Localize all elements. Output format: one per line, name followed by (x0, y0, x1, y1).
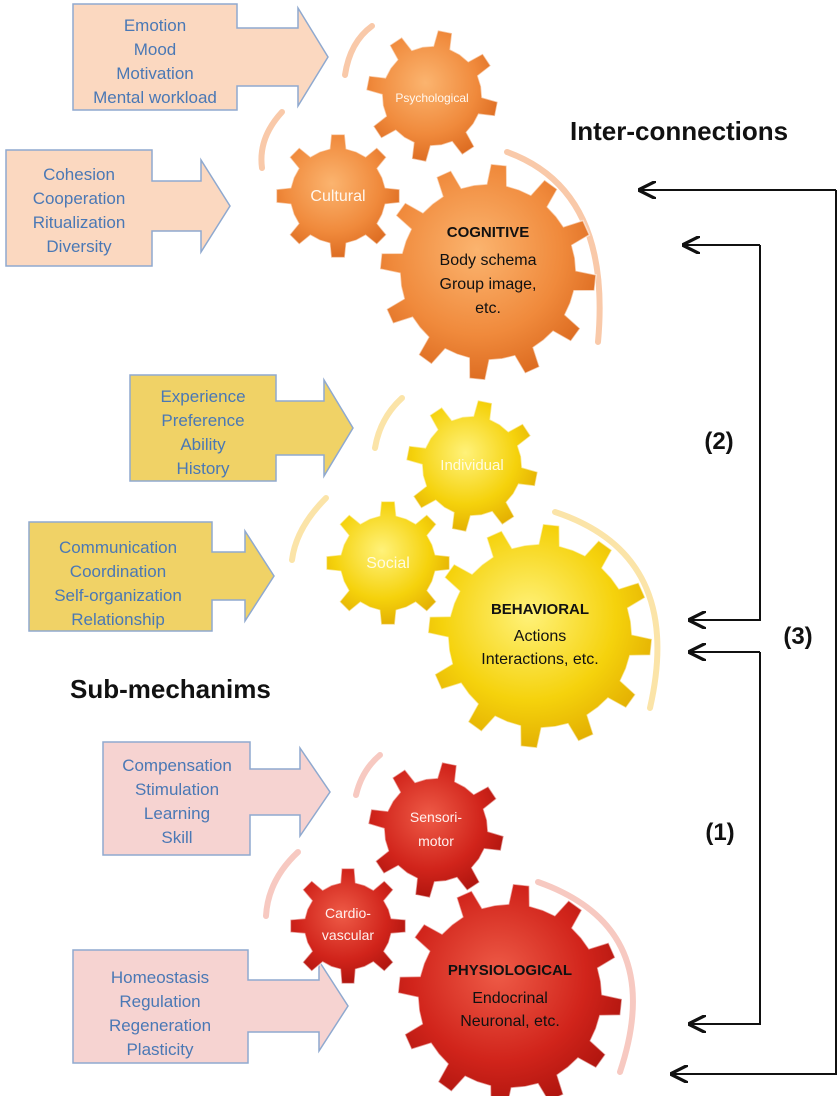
callout-compensation: Compensation Stimulation Learning Skill (102, 741, 331, 856)
behavioral-line-1: Actions (514, 628, 566, 645)
gear-sensorimotor (367, 761, 505, 899)
gear-individual (405, 399, 539, 533)
callout-cohesion: Cohesion Cooperation Ritualization Diver… (5, 149, 231, 267)
gear-psychological (365, 29, 499, 163)
callout-line: Ritualization (33, 213, 126, 232)
callout-line: Stimulation (135, 780, 219, 799)
gears-layer (275, 29, 653, 1096)
callout-line: Motivation (116, 64, 193, 83)
callout-experience: Experience Preference Ability History (129, 374, 354, 482)
cognitive-title: COGNITIVE (447, 224, 530, 241)
callout-line: History (177, 459, 230, 478)
gear-behavioral (427, 523, 653, 749)
callout-line: Regulation (119, 992, 200, 1011)
gear-social (325, 500, 451, 626)
callout-line: Regeneration (109, 1016, 211, 1035)
cycle-arc-cognitive-left (258, 109, 285, 171)
behavioral-title: BEHAVIORAL (491, 601, 589, 618)
gear-label-individual: Individual (440, 457, 503, 474)
submechanisms-heading: Sub-mechanims (70, 674, 271, 704)
connector-label-two: (2) (704, 428, 733, 455)
gear-physiological (397, 883, 623, 1096)
gear-label-sensorimotor-2: motor (418, 833, 454, 849)
physiological-title: PHYSIOLOGICAL (448, 962, 572, 979)
cycle-arc-cognitive-top (342, 23, 375, 78)
connector-three-line (672, 190, 837, 1074)
callout-line: Mental workload (93, 88, 217, 107)
callout-line: Learning (144, 804, 210, 823)
connector-label-three: (3) (783, 623, 812, 650)
gear-label-cardiovascular-1: Cardio- (325, 905, 371, 921)
callout-line: Communication (59, 538, 177, 557)
callout-line: Diversity (46, 237, 112, 256)
cycle-arc-physiological-right (535, 879, 636, 1075)
cycle-arc-cognitive-right (504, 149, 603, 345)
gear-label-cultural: Cultural (310, 188, 365, 205)
callout-line: Skill (161, 828, 192, 847)
gear-cognitive (379, 163, 597, 381)
cycle-arc-behavioral-right (552, 509, 661, 711)
callout-line: Compensation (122, 756, 232, 775)
callout-communication: Communication Coordination Self-organiza… (28, 521, 275, 632)
callout-line: Experience (160, 387, 245, 406)
cycle-arc-physiological-left (263, 849, 301, 919)
callout-emotion: Emotion Mood Motivation Mental workload (72, 3, 329, 111)
interconnection-brackets (640, 190, 837, 1074)
callout-homeostasis: Homeostasis Regulation Regeneration Plas… (72, 949, 349, 1064)
gear-label-social: Social (366, 555, 410, 572)
callout-line: Self-organization (54, 586, 182, 605)
gear-labels: Psychological Cultural COGNITIVE Body sc… (310, 91, 598, 1030)
physiological-line-2: Neuronal, etc. (460, 1013, 560, 1030)
callout-line: Cohesion (43, 165, 115, 184)
callout-line: Homeostasis (111, 968, 209, 987)
interconnections-heading: Inter-connections (570, 116, 788, 146)
cognitive-line-2: Group image, (440, 276, 537, 293)
cycle-arcs (258, 23, 661, 1075)
callout-line: Ability (180, 435, 226, 454)
gear-cultural (275, 133, 401, 259)
callout-line: Coordination (70, 562, 166, 581)
cognitive-line-1: Body schema (440, 252, 537, 269)
callout-line: Cooperation (33, 189, 126, 208)
cycle-arc-behavioral-top (372, 395, 405, 451)
gear-cardiovascular (289, 867, 407, 985)
callout-line: Plasticity (126, 1040, 194, 1059)
gear-label-sensorimotor-1: Sensori- (410, 809, 462, 825)
behavioral-line-2: Interactions, etc. (481, 651, 598, 668)
callout-line: Mood (134, 40, 177, 59)
cognitive-line-3: etc. (475, 300, 501, 317)
connector-label-one: (1) (705, 819, 734, 846)
gear-label-cardiovascular-2: vascular (322, 927, 374, 943)
callout-line: Preference (161, 411, 244, 430)
callout-line: Relationship (71, 610, 165, 629)
cycle-arc-physiological-top (353, 752, 383, 798)
cycle-arc-behavioral-left (289, 495, 329, 563)
connector-one-line (690, 652, 761, 1024)
gear-label-psychological: Psychological (395, 91, 468, 105)
connector-two-line (690, 245, 761, 620)
physiological-line-1: Endocrinal (472, 990, 548, 1007)
callout-line: Emotion (124, 16, 186, 35)
